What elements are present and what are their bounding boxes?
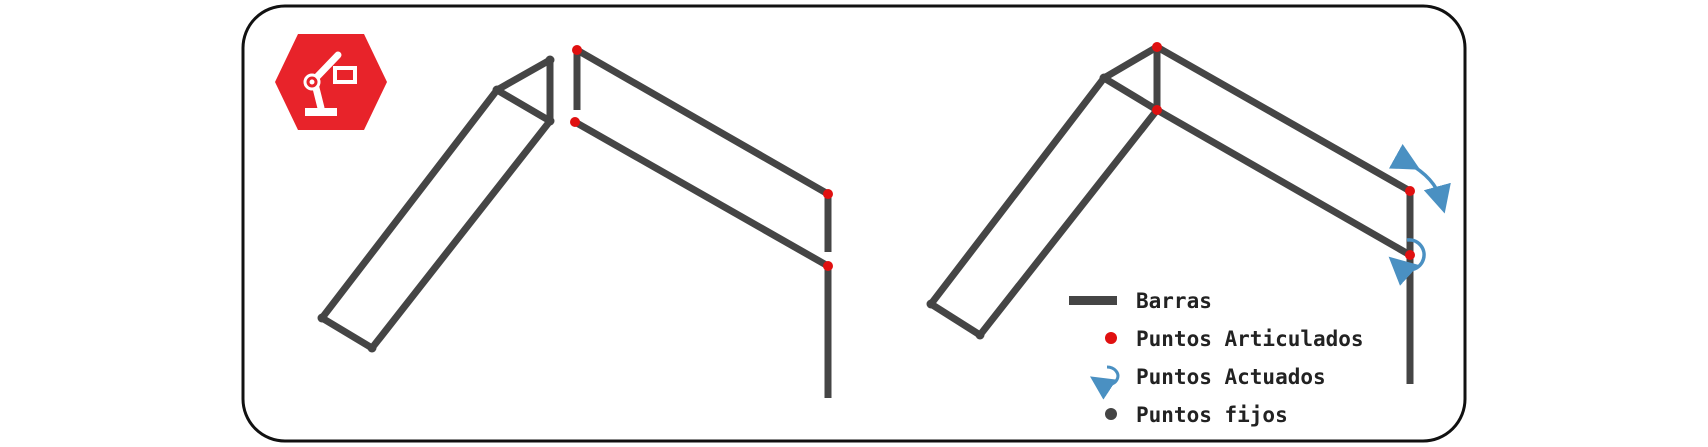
articulated-point bbox=[1405, 250, 1415, 260]
bar bbox=[1102, 43, 1159, 82]
bar bbox=[369, 118, 553, 351]
fixed-point bbox=[317, 313, 327, 323]
bar bbox=[1102, 75, 1159, 113]
articulated-point bbox=[1152, 105, 1162, 115]
bar bbox=[495, 86, 552, 125]
bar bbox=[320, 314, 374, 352]
bar bbox=[977, 107, 1160, 338]
logo bbox=[275, 34, 387, 130]
bar bbox=[929, 301, 982, 338]
fixed-point bbox=[926, 299, 936, 309]
bar bbox=[1155, 43, 1412, 195]
articulated-point bbox=[572, 45, 582, 55]
bar bbox=[928, 75, 1107, 307]
exploded-mechanism bbox=[317, 45, 833, 398]
legend-label-actuated: Puntos Actuados bbox=[1136, 365, 1326, 389]
legend-label-fixed: Puntos fijos bbox=[1136, 403, 1288, 427]
legend: Barras Puntos Articulados Puntos Actuado… bbox=[1069, 289, 1364, 427]
fixed-point bbox=[492, 85, 502, 95]
rotation-arrow-icon bbox=[1388, 238, 1426, 286]
bar bbox=[575, 46, 830, 198]
fixed-point bbox=[975, 330, 985, 340]
bar bbox=[495, 56, 552, 94]
legend-item-actuated: Puntos Actuados bbox=[1089, 365, 1326, 400]
legend-item-articulated: Puntos Articulados bbox=[1105, 327, 1364, 351]
fixed-point-symbol bbox=[1105, 408, 1117, 420]
articulated-point bbox=[570, 117, 580, 127]
bar bbox=[1155, 106, 1412, 259]
fixed-point bbox=[1099, 73, 1109, 83]
articulated-point bbox=[823, 261, 833, 271]
legend-item-bars: Barras bbox=[1069, 289, 1212, 313]
articulated-point bbox=[1405, 186, 1415, 196]
fixed-point bbox=[367, 343, 377, 353]
legend-label-articulated: Puntos Articulados bbox=[1136, 327, 1364, 351]
actuated-point-symbol bbox=[1089, 365, 1120, 400]
assembled-mechanism bbox=[926, 42, 1451, 384]
bar bbox=[573, 118, 830, 270]
legend-item-fixed: Puntos fijos bbox=[1105, 403, 1288, 427]
articulated-point bbox=[823, 189, 833, 199]
legend-label-bars: Barras bbox=[1136, 289, 1212, 313]
fixed-point bbox=[545, 55, 555, 65]
articulated-point bbox=[1152, 42, 1162, 52]
swing-arrow-icon bbox=[1388, 143, 1451, 214]
fixed-point bbox=[545, 116, 555, 126]
logo-hexagon bbox=[275, 34, 387, 130]
bar bbox=[319, 87, 500, 321]
articulated-point-symbol bbox=[1105, 332, 1117, 344]
robot-arm-icon bbox=[303, 51, 357, 116]
bar-symbol bbox=[1069, 296, 1117, 305]
